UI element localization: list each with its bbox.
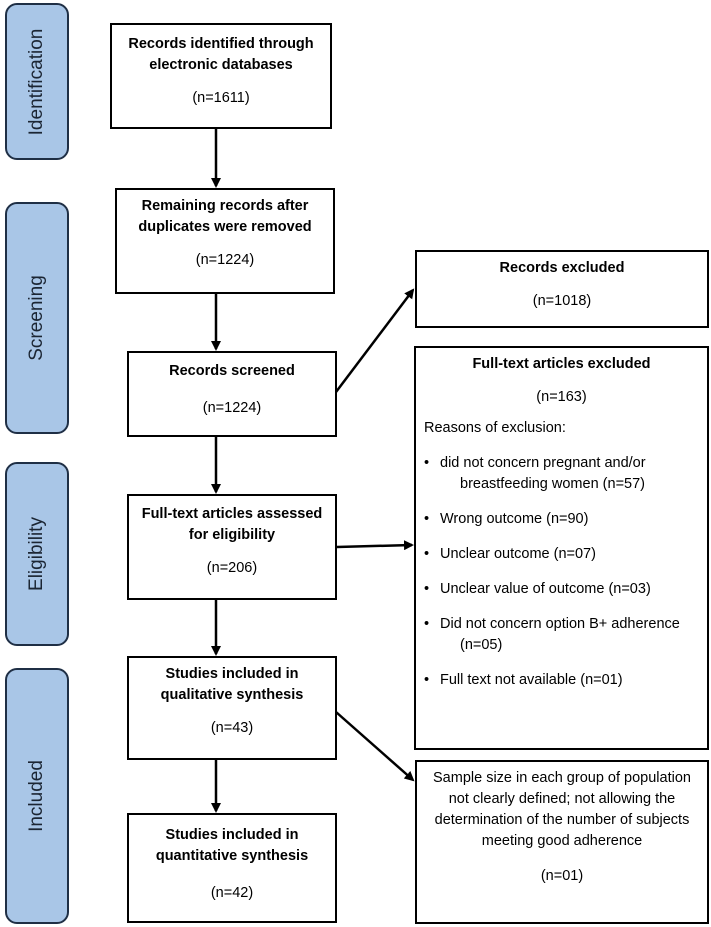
exclusion-reason-item: Did not concern option B+ adherence (n=0… xyxy=(424,614,699,656)
box-fulltext-assessed: Full-text articles assessed for eligibil… xyxy=(127,494,337,600)
box-sample-size-excluded: Sample size in each group of population … xyxy=(415,760,709,924)
box-records-excluded-title: Records excluded xyxy=(499,260,625,276)
box-fulltext-assessed-title: Full-text articles assessed for eligibil… xyxy=(141,506,323,544)
box-records-identified-title: Records identified through electronic da… xyxy=(128,36,314,74)
box-fulltext-assessed-count: (n=206) xyxy=(206,560,258,577)
arrow-assessed-to-fulltext-excluded xyxy=(336,540,414,551)
arrow-screened-to-excluded xyxy=(335,288,415,393)
box-fulltext-excluded-count: (n=163) xyxy=(536,389,587,406)
exclusion-reason-item: Unclear value of outcome (n=03) xyxy=(424,579,699,600)
phase-screening: Screening xyxy=(5,202,69,434)
box-records-screened-count: (n=1224) xyxy=(202,400,262,417)
box-qualitative-synthesis: Studies included in qualitative synthesi… xyxy=(127,656,337,760)
box-records-excluded-count: (n=1018) xyxy=(532,293,592,310)
exclusion-reason-item: Wrong outcome (n=90) xyxy=(424,509,699,530)
box-sample-size-text: Sample size in each group of population … xyxy=(433,770,691,850)
exclusion-reason-item: did not concern pregnant and/or breastfe… xyxy=(424,453,699,495)
box-fulltext-excluded: Full-text articles excluded (n=163) Reas… xyxy=(414,346,709,750)
box-qualitative-synthesis-title: Studies included in qualitative synthesi… xyxy=(160,666,304,704)
phase-eligibility: Eligibility xyxy=(5,462,69,646)
exclusion-reason-item: Full text not available (n=01) xyxy=(424,670,699,691)
arrow-qualitative-to-sample-size xyxy=(335,711,415,782)
box-quantitative-synthesis-title: Studies included in quantitative synthes… xyxy=(155,827,309,865)
box-records-screened: Records screened (n=1224) xyxy=(127,351,337,437)
box-records-identified-count: (n=1611) xyxy=(192,90,250,107)
exclusion-reasons-list: did not concern pregnant and/or breastfe… xyxy=(424,453,699,691)
box-remaining-records-title: Remaining records after duplicates were … xyxy=(138,198,312,236)
box-remaining-records: Remaining records after duplicates were … xyxy=(115,188,335,294)
box-quantitative-synthesis: Studies included in quantitative synthes… xyxy=(127,813,337,923)
phase-included: Included xyxy=(5,668,69,924)
exclusion-reasons-label: Reasons of exclusion: xyxy=(424,420,566,437)
box-records-screened-title: Records screened xyxy=(169,363,295,379)
exclusion-reason-item: Unclear outcome (n=07) xyxy=(424,544,699,565)
box-qualitative-synthesis-count: (n=43) xyxy=(210,720,254,737)
phase-identification: Identification xyxy=(5,3,69,160)
box-records-excluded: Records excluded (n=1018) xyxy=(415,250,709,328)
box-quantitative-synthesis-count: (n=42) xyxy=(210,885,254,902)
box-fulltext-excluded-title: Full-text articles excluded xyxy=(472,356,651,372)
box-records-identified: Records identified through electronic da… xyxy=(110,23,332,129)
box-sample-size-count: (n=01) xyxy=(540,868,584,885)
box-remaining-records-count: (n=1224) xyxy=(195,252,255,269)
